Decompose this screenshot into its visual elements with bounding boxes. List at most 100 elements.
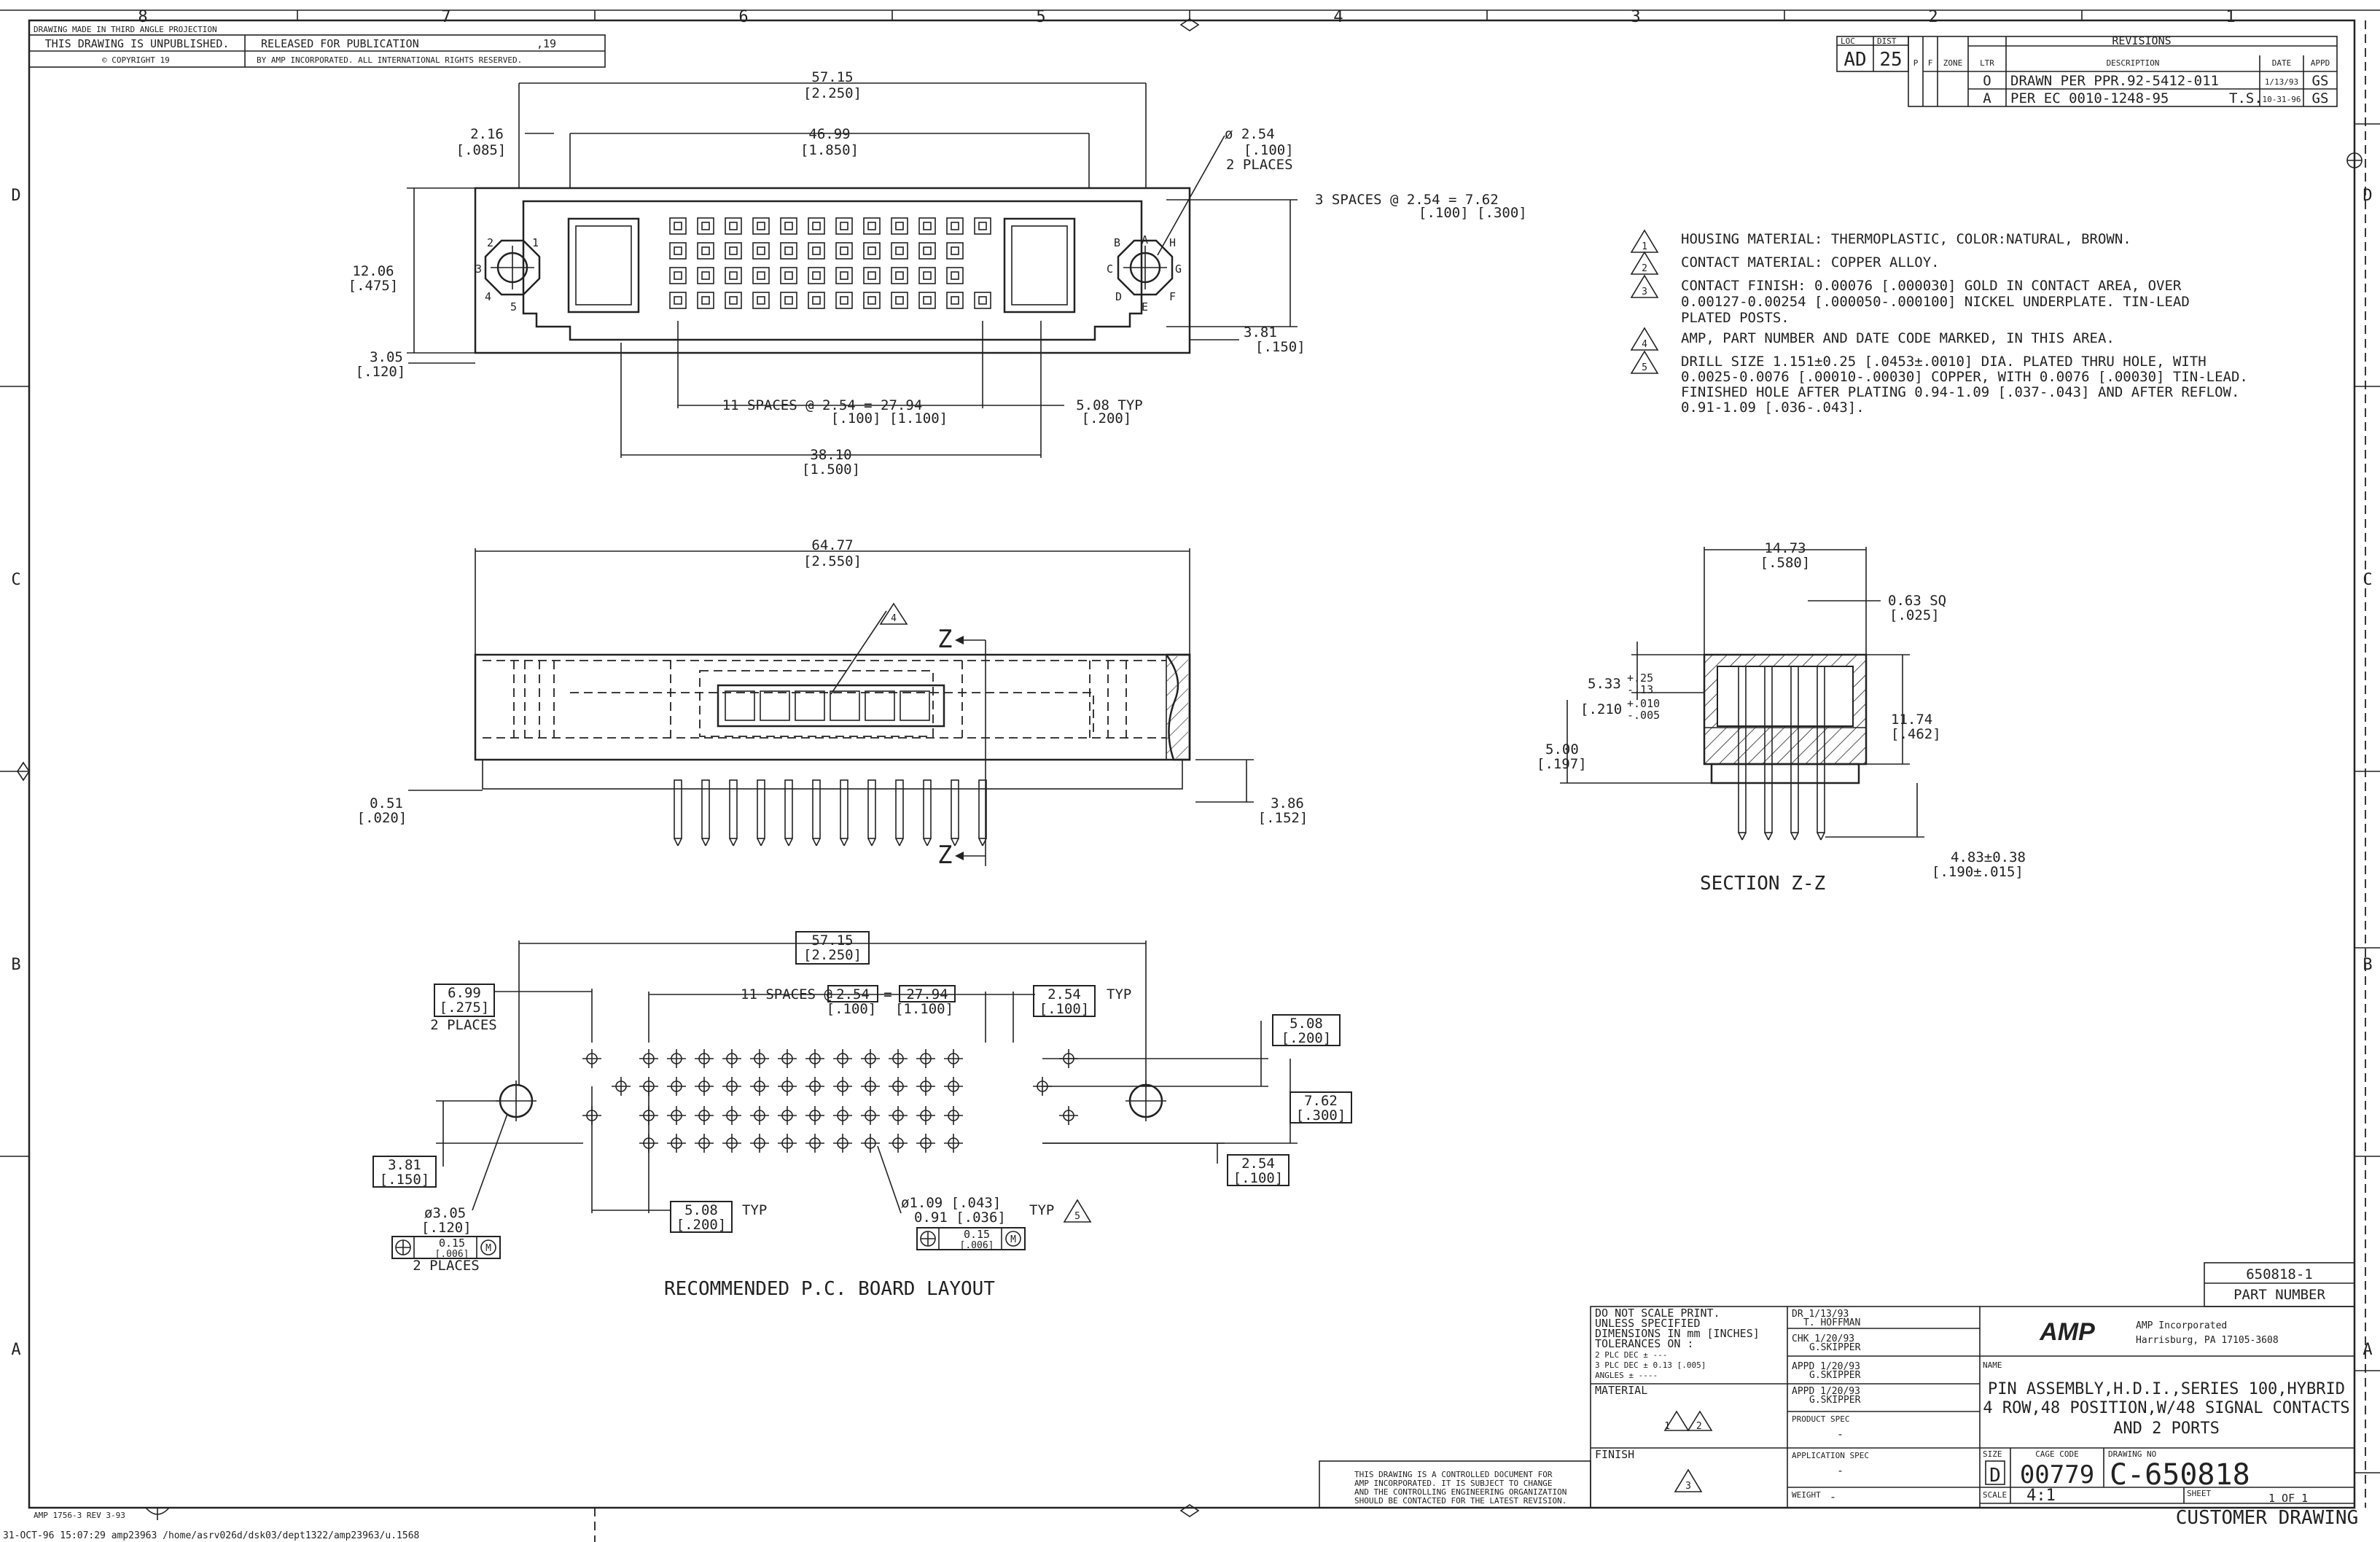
pcb-dim-3-81: 3.81: [388, 1157, 421, 1173]
col-6: 6: [738, 8, 748, 26]
row-a-left: A: [11, 1341, 20, 1359]
svg-text:[2.250]: [2.250]: [803, 947, 862, 963]
svg-text:LTR: LTR: [1980, 58, 1994, 68]
contact-pin: [808, 292, 825, 309]
svg-text:[.275]: [.275]: [440, 1000, 490, 1016]
pin-tip: [812, 838, 817, 846]
contact-pin: [891, 292, 908, 309]
svg-text:SIZE: SIZE: [1983, 1449, 2002, 1459]
svg-text:CAGE CODE: CAGE CODE: [2035, 1449, 2079, 1459]
svg-text:M: M: [1010, 1234, 1016, 1245]
dim-5-33: 5.33: [1588, 676, 1621, 692]
contact-pin-core: [867, 246, 876, 255]
contact-pin-core: [895, 246, 904, 255]
contact-pin-core: [701, 222, 710, 230]
svg-text:Harrisburg, PA 17105-3608: Harrisburg, PA 17105-3608: [2136, 1335, 2279, 1346]
svg-text:[.152]: [.152]: [1258, 810, 1308, 826]
pin-tip: [871, 838, 876, 846]
svg-text:SCALE: SCALE: [1983, 1490, 2007, 1500]
pcb-dim-5-08: 5.08: [1290, 1016, 1323, 1032]
svg-text:DR 1/13/93: DR 1/13/93: [1792, 1309, 1849, 1320]
contact-pin-core: [812, 246, 821, 255]
pin-tail: [784, 779, 793, 839]
pcb-dim-2-54-typ: 2.54: [1047, 986, 1081, 1002]
contact-pin-core: [729, 222, 738, 230]
section-pin: [1764, 666, 1773, 833]
contact-pin-core: [978, 222, 987, 230]
contact-pin-core: [840, 246, 848, 255]
svg-text:3: 3: [475, 262, 482, 276]
contact-pin-core: [757, 222, 765, 230]
contact-pin-core: [784, 222, 793, 230]
svg-text:-.005: -.005: [1627, 709, 1660, 722]
contact-pin-core: [867, 296, 876, 305]
svg-text:1: 1: [532, 236, 539, 249]
svg-text:4: 4: [485, 290, 491, 303]
pcb-hole-pattern: [582, 1049, 1078, 1153]
svg-text:[.580]: [.580]: [1760, 555, 1811, 571]
marking-cell: [900, 690, 930, 721]
svg-text:+.25: +.25: [1627, 671, 1653, 685]
contact-pin: [946, 217, 964, 235]
contact-pin-core: [895, 222, 904, 230]
contact-pin: [946, 292, 964, 309]
contact-pin: [863, 242, 881, 260]
pin-tip: [1794, 832, 1799, 841]
pin-tip: [1738, 832, 1743, 841]
pin-tip: [757, 838, 762, 846]
svg-text:PER EC 0010-1248-95: PER EC 0010-1248-95: [2010, 90, 2169, 106]
section-pins: [1738, 666, 1825, 841]
revisions-title: REVISIONS: [2112, 34, 2171, 47]
svg-text:[1.850]: [1.850]: [800, 142, 859, 158]
contact-pin: [752, 242, 770, 260]
marking-cells: [725, 690, 930, 721]
note-3-line-3: PLATED POSTS.: [1681, 310, 1790, 326]
customer-drawing: CUSTOMER DRAWING: [2176, 1507, 2358, 1529]
dim-0-63-sq: 0.63 SQ: [1888, 593, 1946, 609]
contact-pin-core: [757, 246, 765, 255]
loc-dist-block: LOC DIST AD 25: [1836, 36, 1909, 72]
contact-pin-core: [757, 296, 765, 305]
dim-12-06: 12.06: [352, 263, 394, 279]
dist-value: 25: [1879, 49, 1902, 71]
pin-tip: [840, 838, 845, 846]
contact-pin-core: [840, 296, 848, 305]
released-text: RELEASED FOR PUBLICATION: [261, 37, 419, 50]
general-notes: 1 HOUSING MATERIAL: THERMOPLASTIC, COLOR…: [1630, 229, 2248, 416]
contact-pin: [752, 292, 770, 309]
section-title: SECTION Z-Z: [1700, 873, 1825, 895]
contact-pin-core: [951, 271, 959, 280]
svg-text:-: -: [1830, 1490, 1836, 1503]
pin-tip: [760, 838, 765, 846]
svg-text:2 PLACES: 2 PLACES: [1226, 157, 1293, 173]
svg-text:DIMENSIONS IN mm [INCHES]: DIMENSIONS IN mm [INCHES]: [1595, 1327, 1760, 1340]
svg-text:AND THE CONTROLLING ENGINEERIN: AND THE CONTROLLING ENGINEERING ORGANIZA…: [1354, 1487, 1566, 1497]
contact-pin: [946, 242, 964, 260]
contact-pin-core: [923, 271, 932, 280]
dim-3-spaces: 3 SPACES @ 2.54 = 7.62: [1315, 192, 1499, 208]
contact-pin-core: [784, 296, 793, 305]
svg-text:GS: GS: [2312, 90, 2329, 106]
footer: AMP 1756-3 REV 3-93 31-OCT-96 15:07:29 a…: [3, 1511, 419, 1541]
svg-text:A: A: [1142, 233, 1148, 246]
svg-text:2: 2: [487, 236, 493, 249]
svg-text:3 PLC DEC ± 0.13 [.005]: 3 PLC DEC ± 0.13 [.005]: [1595, 1360, 1706, 1370]
svg-text:E: E: [1142, 300, 1148, 314]
svg-text:A: A: [1983, 90, 1991, 106]
dim-11-74: 11.74: [1891, 712, 1932, 728]
svg-text:DRAWN PER PPR.92-5412-011: DRAWN PER PPR.92-5412-011: [2010, 73, 2219, 89]
dim-11-spaces: 11 SPACES @ 2.54 = 27.94: [722, 397, 923, 413]
contact-pin-core: [729, 246, 738, 255]
svg-text:3: 3: [1642, 287, 1647, 297]
contact-pin-core: [674, 222, 682, 230]
svg-text:CHK 1/20/93: CHK 1/20/93: [1792, 1333, 1854, 1344]
part-number: 650818-1: [2246, 1266, 2313, 1282]
svg-text:0.91 [.036]: 0.91 [.036]: [914, 1210, 1006, 1226]
pin-tip: [954, 838, 959, 846]
marking-cell: [865, 690, 895, 721]
drawing-scale: 4:1: [2026, 1487, 2056, 1505]
contact-pin: [835, 217, 853, 235]
pin-tail: [951, 779, 959, 839]
svg-text:M: M: [485, 1243, 491, 1254]
rights-text: BY AMP INCORPORATED. ALL INTERNATIONAL R…: [257, 55, 522, 65]
